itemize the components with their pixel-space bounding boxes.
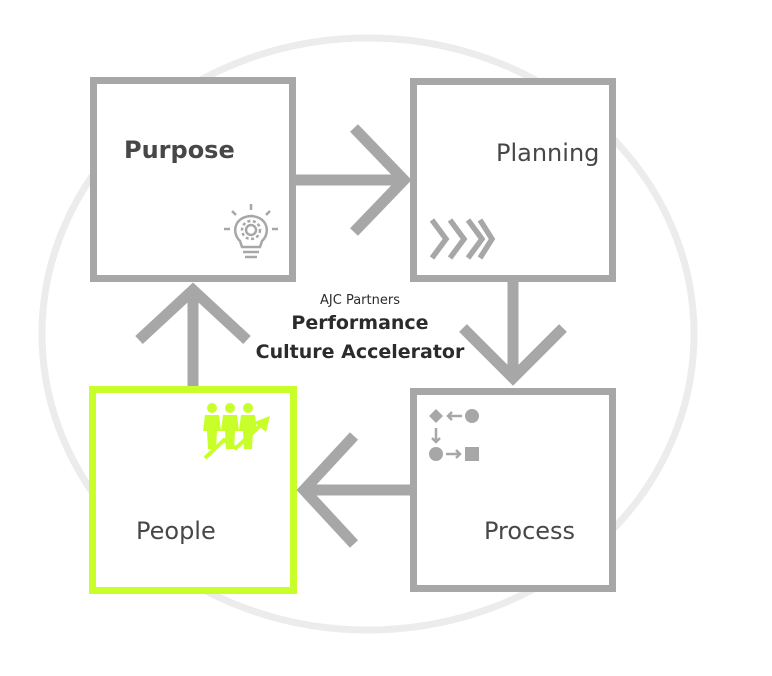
process-box [410, 388, 616, 592]
center-caption: AJC Partners Performance Culture Acceler… [240, 293, 480, 366]
people-label: People [136, 517, 216, 545]
arrow-people-to-purpose [135, 282, 251, 386]
chevrons-right-icon [429, 218, 496, 260]
planning-label: Planning [496, 139, 600, 167]
purpose-box [90, 77, 296, 282]
arrow-purpose-to-planning [294, 124, 412, 236]
process-label: Process [484, 517, 576, 545]
lightbulb-gear-icon [224, 204, 278, 259]
flowchart-shapes-icon [429, 409, 479, 461]
people-growth-icon [203, 403, 270, 460]
brand-name: AJC Partners [320, 293, 400, 308]
purpose-label: Purpose [124, 136, 235, 164]
planning-box [410, 78, 616, 282]
arrow-process-to-people [296, 432, 412, 548]
arrow-planning-to-process [459, 280, 567, 386]
title-line-1: Performance [291, 312, 429, 334]
title-line-2: Culture Accelerator [255, 341, 465, 363]
outer-ring [38, 34, 698, 634]
